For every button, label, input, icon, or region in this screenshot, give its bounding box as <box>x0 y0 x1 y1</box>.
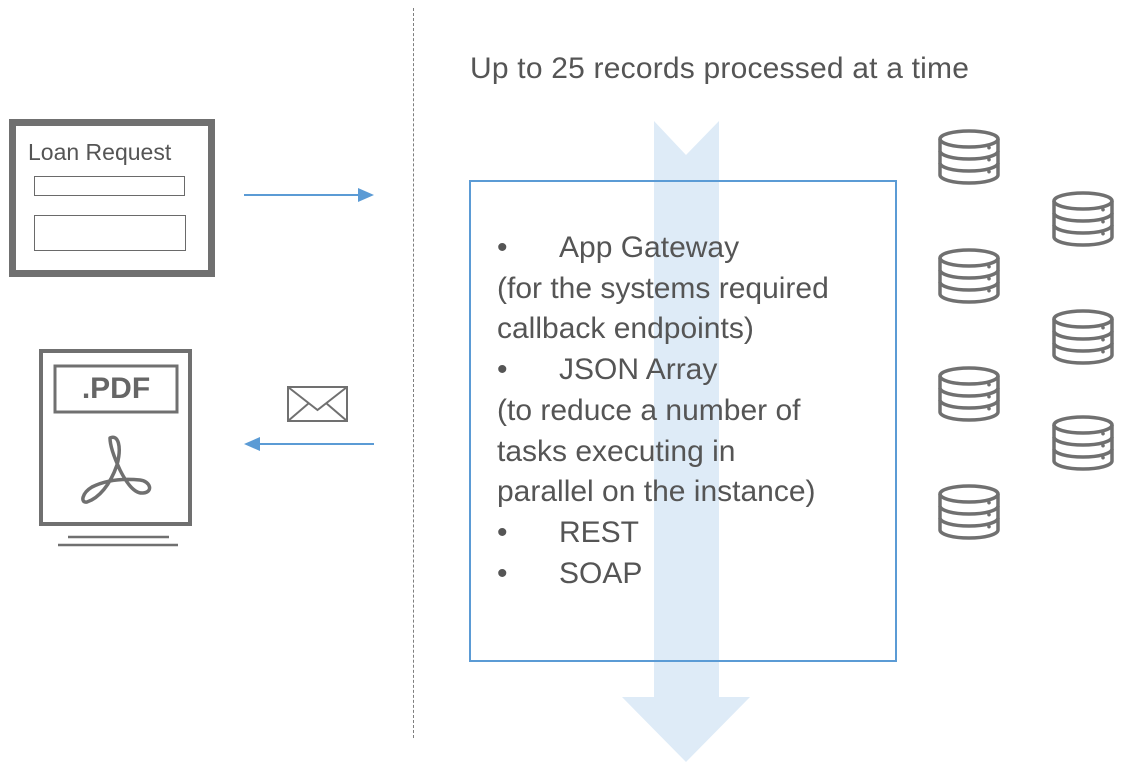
list-item-note: (for the systems required <box>497 271 829 305</box>
database-icon <box>938 366 1000 422</box>
list-item-label: JSON Array <box>559 353 718 387</box>
capabilities-box <box>469 180 897 662</box>
database-icon <box>938 484 1000 540</box>
list-bullet: • <box>497 556 508 590</box>
database-icon <box>1052 415 1114 471</box>
capabilities-list: • App Gateway (for the systems required … <box>497 228 829 594</box>
list-item-app-gateway: • App Gateway <box>497 228 829 269</box>
loan-request-title: Loan Request <box>28 139 172 165</box>
database-icon <box>1052 191 1114 247</box>
list-bullet: • <box>497 231 508 264</box>
acrobat-logo <box>81 435 152 504</box>
list-bullet: • <box>497 353 508 387</box>
list-item-label: App Gateway <box>559 231 740 264</box>
list-item-note: callback endpoints) <box>497 312 754 346</box>
list-item-label: REST <box>559 515 640 549</box>
list-item-rest: • REST <box>497 513 829 554</box>
request-arrow <box>244 188 374 202</box>
database-icon <box>1052 309 1114 365</box>
list-item-note: (to reduce a number of <box>497 393 801 427</box>
database-icon <box>938 129 1000 185</box>
pdf-label: .PDF <box>81 372 151 405</box>
loan-field-short <box>34 176 185 196</box>
list-item-note: parallel on the instance) <box>497 475 816 509</box>
database-icon <box>938 248 1000 304</box>
list-item-note: tasks executing in <box>497 434 736 468</box>
list-item-json-array: • JSON Array <box>497 350 829 391</box>
list-item-soap: • SOAP <box>497 554 829 595</box>
envelope-icon <box>287 386 348 422</box>
list-item-label: SOAP <box>559 556 643 590</box>
response-arrow <box>244 437 374 451</box>
loan-field-tall <box>34 215 186 251</box>
header-text: Up to 25 records processed at a time <box>470 52 970 85</box>
list-bullet: • <box>497 515 508 549</box>
vertical-divider <box>413 8 414 738</box>
big-down-arrow-shape <box>622 121 750 762</box>
